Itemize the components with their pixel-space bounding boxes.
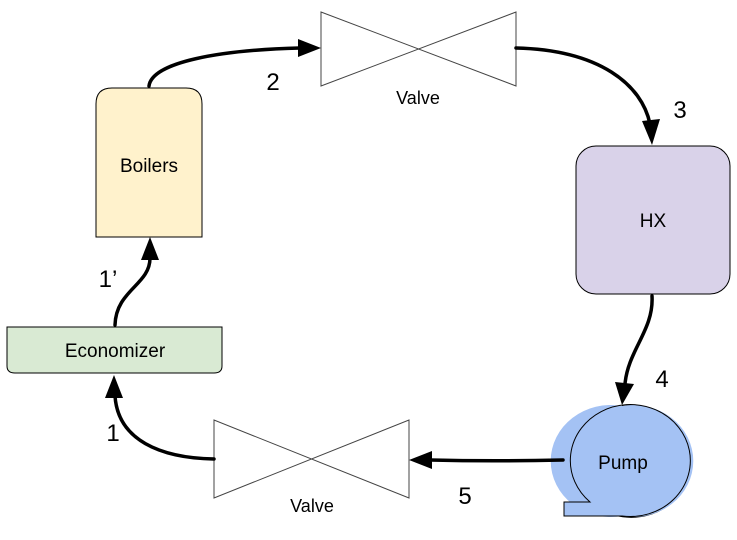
flow-valve-to-economizer bbox=[105, 375, 216, 461]
economizer-shape bbox=[6, 326, 223, 374]
pump-shape-fill bbox=[550, 404, 694, 517]
flow-economizer-to-boilers bbox=[113, 237, 159, 327]
boilers-box: Boilers bbox=[95, 87, 203, 238]
hx-shape bbox=[575, 145, 731, 295]
boilers-shape bbox=[95, 87, 203, 238]
pump-box: Pump bbox=[550, 404, 694, 518]
flow-valve-to-hx bbox=[514, 46, 660, 145]
flow-boilers-to-valve bbox=[147, 39, 321, 88]
valve-bottom: Valve bbox=[213, 419, 410, 516]
state-point-3: 3 bbox=[673, 97, 686, 124]
pump-outline bbox=[564, 404, 691, 518]
state-point-1-prime: 1’ bbox=[99, 266, 118, 293]
valve-bottom-shape bbox=[213, 419, 410, 499]
flow-hx-to-pump bbox=[615, 294, 654, 405]
valve-top-shape bbox=[320, 11, 517, 87]
boilers-label: Boilers bbox=[120, 156, 178, 177]
economizer-box: Economizer bbox=[6, 326, 223, 374]
state-point-2: 2 bbox=[266, 69, 279, 96]
state-point-4: 4 bbox=[655, 366, 668, 393]
state-point-1: 1 bbox=[106, 420, 119, 447]
state-point-5: 5 bbox=[458, 483, 471, 510]
valve-top-label: Valve bbox=[396, 88, 440, 108]
economizer-label: Economizer bbox=[65, 341, 166, 362]
hx-label: HX bbox=[640, 211, 667, 232]
valve-top: Valve bbox=[320, 11, 517, 108]
flow-pump-to-valve bbox=[409, 451, 565, 469]
pump-label: Pump bbox=[598, 453, 648, 474]
valve-bottom-label: Valve bbox=[290, 496, 334, 516]
hx-box: HX bbox=[575, 145, 731, 295]
